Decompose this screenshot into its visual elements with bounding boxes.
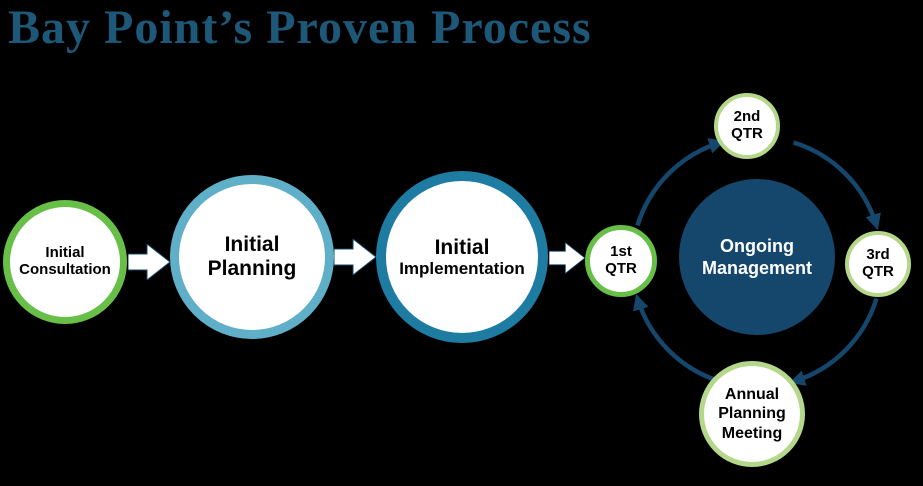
cycle-label-line: Planning: [718, 405, 786, 423]
page-title: Bay Point’s Proven Process: [8, 1, 592, 54]
cycle-label-line: 3rd: [866, 246, 890, 264]
cycle-label-line: Ongoing: [720, 235, 794, 256]
cycle-node-third-qtr: 3rd QTR: [845, 231, 911, 297]
step-label-line: 1st: [610, 243, 632, 261]
step-first-qtr: 1st QTR: [585, 225, 657, 297]
step-label-line: Initial: [434, 235, 490, 259]
cycle-label-line: Meeting: [721, 424, 783, 442]
step-label-line: Consultation: [19, 261, 111, 278]
cycle-label-line: QTR: [862, 263, 894, 280]
cycle-node-annual-planning-meeting: Annual Planning Meeting: [699, 361, 805, 467]
flow-arrow-1: [128, 244, 170, 280]
cycle-label-line: QTR: [731, 125, 763, 142]
cycle-label-line: Management: [701, 258, 813, 278]
step-label-line: Planning: [207, 257, 297, 280]
step-label-line: Initial: [224, 233, 280, 257]
cycle-node-second-qtr: 2nd QTR: [714, 93, 780, 159]
cycle-label-line: 2nd: [733, 108, 761, 126]
step-label-line: QTR: [605, 260, 637, 277]
step-label-line: Initial: [45, 244, 85, 262]
step-initial-consultation: Initial Consultation: [3, 200, 127, 324]
step-initial-implementation: Initial Implementation: [376, 171, 548, 343]
flow-arrow-2: [334, 239, 376, 275]
cycle-center-ongoing-management: Ongoing Management: [679, 179, 835, 335]
step-label-line: Implementation: [399, 259, 525, 279]
flow-arrow-3: [549, 241, 585, 275]
step-initial-planning: Initial Planning: [170, 175, 334, 339]
cycle-label-line: Annual: [724, 386, 780, 404]
